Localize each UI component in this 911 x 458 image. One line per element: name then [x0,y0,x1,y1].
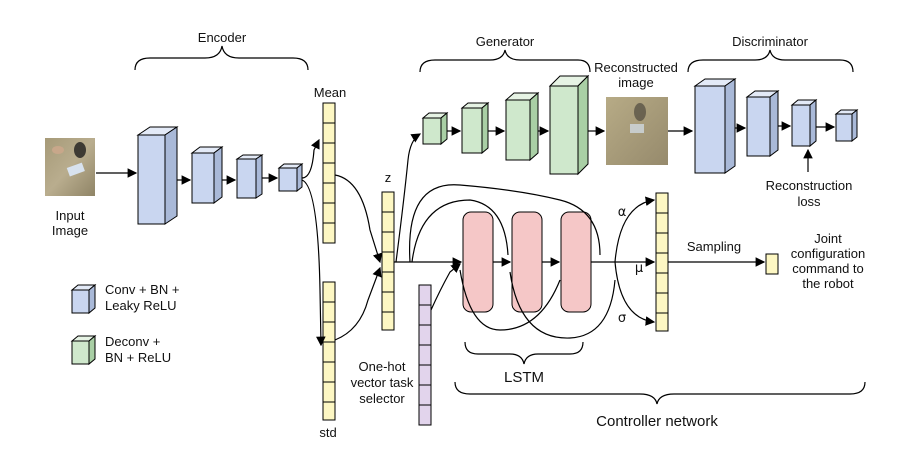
lstm-brace [464,341,584,365]
discriminator-brace [687,49,854,73]
discriminator-block-3 [790,98,818,148]
curve-skip-bottom-2 [509,271,616,339]
encoder-title: Encoder [198,30,247,45]
lstm-cell-1 [462,211,494,313]
arrow-std-z [334,266,382,341]
generator-title: Generator [476,34,535,49]
joint-command-box [765,253,779,275]
encoder-block-1 [136,126,179,225]
curve-skip-bottom-1 [459,269,561,331]
controller-brace [454,381,866,405]
std-vector [322,281,336,421]
mean-vector [322,102,336,244]
curve-skip-top-2 [411,199,509,263]
arrow-sigma [614,261,656,326]
z-vector [381,191,395,331]
lstm-cell-2 [511,211,543,313]
discriminator-title: Discriminator [732,34,809,49]
encoder-brace [134,45,309,71]
arrow-enc-std [301,179,326,347]
arrow-z-generator [395,133,422,263]
legend-conv: Conv + BN +Leaky ReLU [70,282,179,315]
arrow-mean-z [334,174,383,264]
sampling-label: Sampling [687,239,741,254]
legend-conv-label: Conv + BN +Leaky ReLU [105,282,179,313]
discriminator-block-1 [693,78,737,174]
lstm-label: LSTM [504,369,544,386]
lstm-cell-3 [560,211,592,313]
reconstructed-image [606,97,668,165]
generator-block-2 [460,101,490,155]
arrow-task-lstm [430,263,461,311]
discriminator-block-4 [834,108,859,143]
encoder-block-4 [277,162,304,193]
legend-deconv: Deconv +BN + ReLU [70,334,171,366]
output-vector [655,192,669,332]
std-label: std [319,425,336,440]
generator-brace [419,49,591,73]
legend-deconv-label: Deconv +BN + ReLU [105,334,171,365]
mean-label: Mean [314,85,347,100]
input-image [45,138,95,196]
alpha-label: α [618,205,627,220]
sigma-label: σ [618,311,626,326]
curve-skip-top-1 [408,184,601,263]
arrow-enc-mean [301,138,320,179]
generator-block-3 [504,91,540,162]
encoder-block-3 [235,154,264,199]
controller-network-label: Controller network [596,413,718,430]
task-selector-vector [418,284,432,426]
discriminator-block-2 [745,90,780,157]
mu-label: μ [635,261,643,276]
generator-block-4 [548,74,590,176]
encoder-block-2 [190,146,224,204]
generator-block-1 [421,111,449,146]
arrow-alpha [614,196,656,263]
z-label: z [385,170,392,185]
